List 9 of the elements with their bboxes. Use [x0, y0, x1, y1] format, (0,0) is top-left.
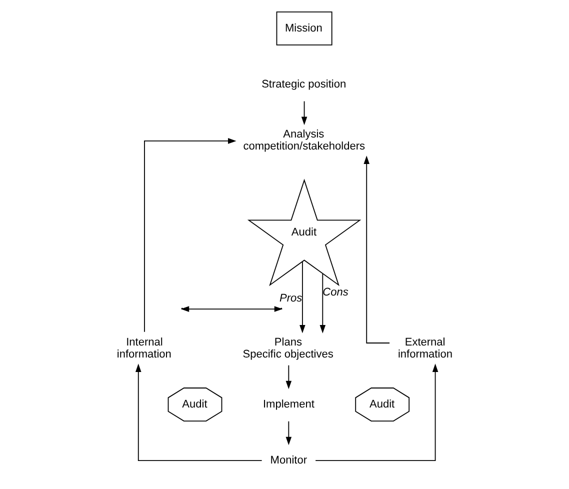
node-text: Internal information [116, 336, 171, 360]
node-text: External information [397, 336, 452, 360]
node-text: Plans Specific objectives [242, 336, 333, 360]
edge-label: Cons [322, 286, 348, 299]
node-text: Monitor [270, 454, 307, 466]
node-text: Strategic position [261, 78, 346, 90]
edge-label: Pros [278, 292, 302, 305]
node-text: Implement [262, 398, 314, 410]
node-text: Analysis competition/stakeholders [242, 128, 365, 152]
